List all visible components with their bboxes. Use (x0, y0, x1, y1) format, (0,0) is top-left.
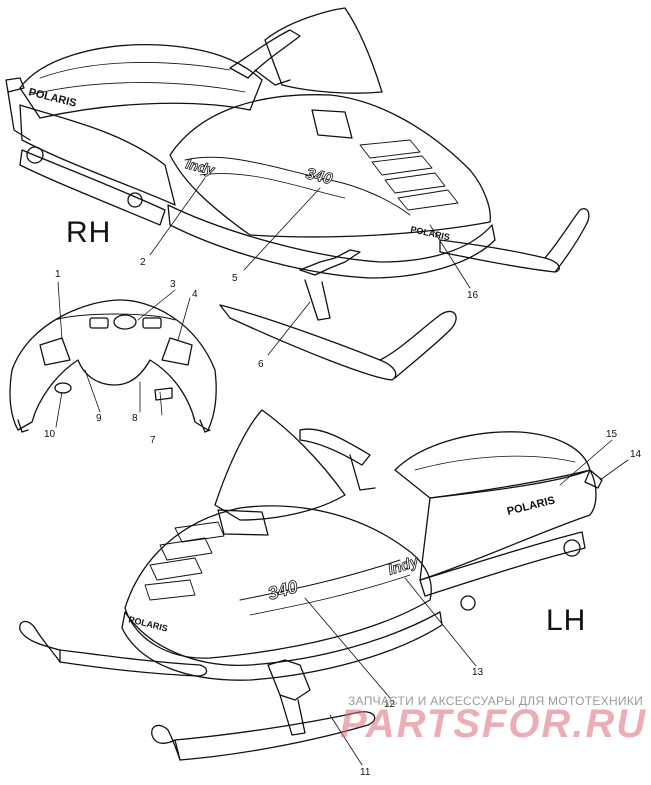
lh-hood (124, 505, 432, 659)
leader-3 (137, 289, 176, 321)
lh-seat (394, 431, 591, 499)
callout-13: 13 (472, 667, 484, 678)
rh-rear-bumper (5, 77, 25, 93)
rh-ski-left (219, 304, 397, 381)
lh-side-label: LH (546, 604, 587, 637)
rh-handlebar (229, 29, 301, 79)
leader-9 (84, 369, 101, 413)
watermark-brand-logo: PARTSFOR.RU (340, 702, 648, 746)
leader-14 (599, 459, 629, 481)
watermark-caption: ЗАПЧАСТИ И АКСЕССУАРЫ ДЛЯ МОТОТЕХНИКИ (348, 694, 644, 708)
leader-10 (55, 391, 63, 428)
lh-model-number-decal: 340 (266, 576, 300, 604)
rh-snowmobile-drawing: POLARIS POLARIS 340 Indy (5, 7, 590, 381)
leader-16 (429, 224, 471, 289)
callout-6: 6 (258, 359, 264, 370)
callout-9: 9 (96, 413, 102, 424)
rh-hood (169, 94, 491, 238)
callout-3: 3 (170, 279, 176, 290)
leader-5 (243, 187, 321, 271)
callout-5: 5 (232, 273, 238, 284)
callout-14: 14 (630, 449, 642, 460)
lh-ski-left (59, 649, 208, 677)
rh-spring (299, 249, 361, 276)
rh-ski-right (439, 239, 560, 273)
rh-side-panel (19, 104, 176, 206)
rh-seat (19, 44, 263, 119)
callout-15: 15 (606, 429, 618, 440)
leader-13 (404, 577, 477, 667)
lh-ski-right (174, 711, 376, 761)
rh-windshield (264, 7, 383, 94)
callout-8: 8 (132, 413, 138, 424)
rh-hood-brand-decal: POLARIS (410, 224, 451, 242)
leader-2 (149, 177, 206, 256)
callout-1: 1 (55, 269, 61, 280)
leader-lines (55, 177, 629, 766)
callout-7: 7 (150, 435, 156, 446)
rh-model-number-decal: 340 (304, 165, 334, 188)
callout-16: 16 (467, 290, 479, 301)
callout-11: 11 (360, 767, 371, 778)
lh-side-panel (419, 469, 597, 581)
leader-11 (329, 714, 363, 766)
callout-4: 4 (192, 289, 198, 300)
callout-10: 10 (44, 429, 56, 440)
leader-4 (177, 297, 191, 341)
lh-hood-brand-decal: POLARIS (128, 614, 169, 633)
lh-belly-pan (121, 611, 443, 681)
leader-15 (559, 439, 613, 486)
leader-12 (304, 597, 391, 699)
lh-track (419, 531, 586, 597)
callout-12: 12 (384, 699, 396, 710)
rh-belly-pan (167, 204, 496, 279)
leader-7 (159, 391, 163, 416)
lh-spring (267, 659, 311, 701)
callout-2: 2 (140, 257, 146, 268)
lh-model-name-decal: Indy (386, 553, 421, 579)
rh-track (19, 149, 166, 226)
leader-1 (57, 281, 63, 341)
leader-6 (267, 301, 311, 356)
lh-handlebar (299, 428, 371, 466)
rear-view-drawing (9, 299, 217, 433)
lh-seat-brand-decal: POLARIS (506, 494, 556, 517)
rh-side-label: RH (66, 216, 112, 249)
rear-view-body (9, 299, 217, 431)
rh-model-name-decal: Indy (184, 155, 217, 178)
lh-rear-bumper (584, 469, 603, 489)
lh-windshield (214, 409, 346, 521)
